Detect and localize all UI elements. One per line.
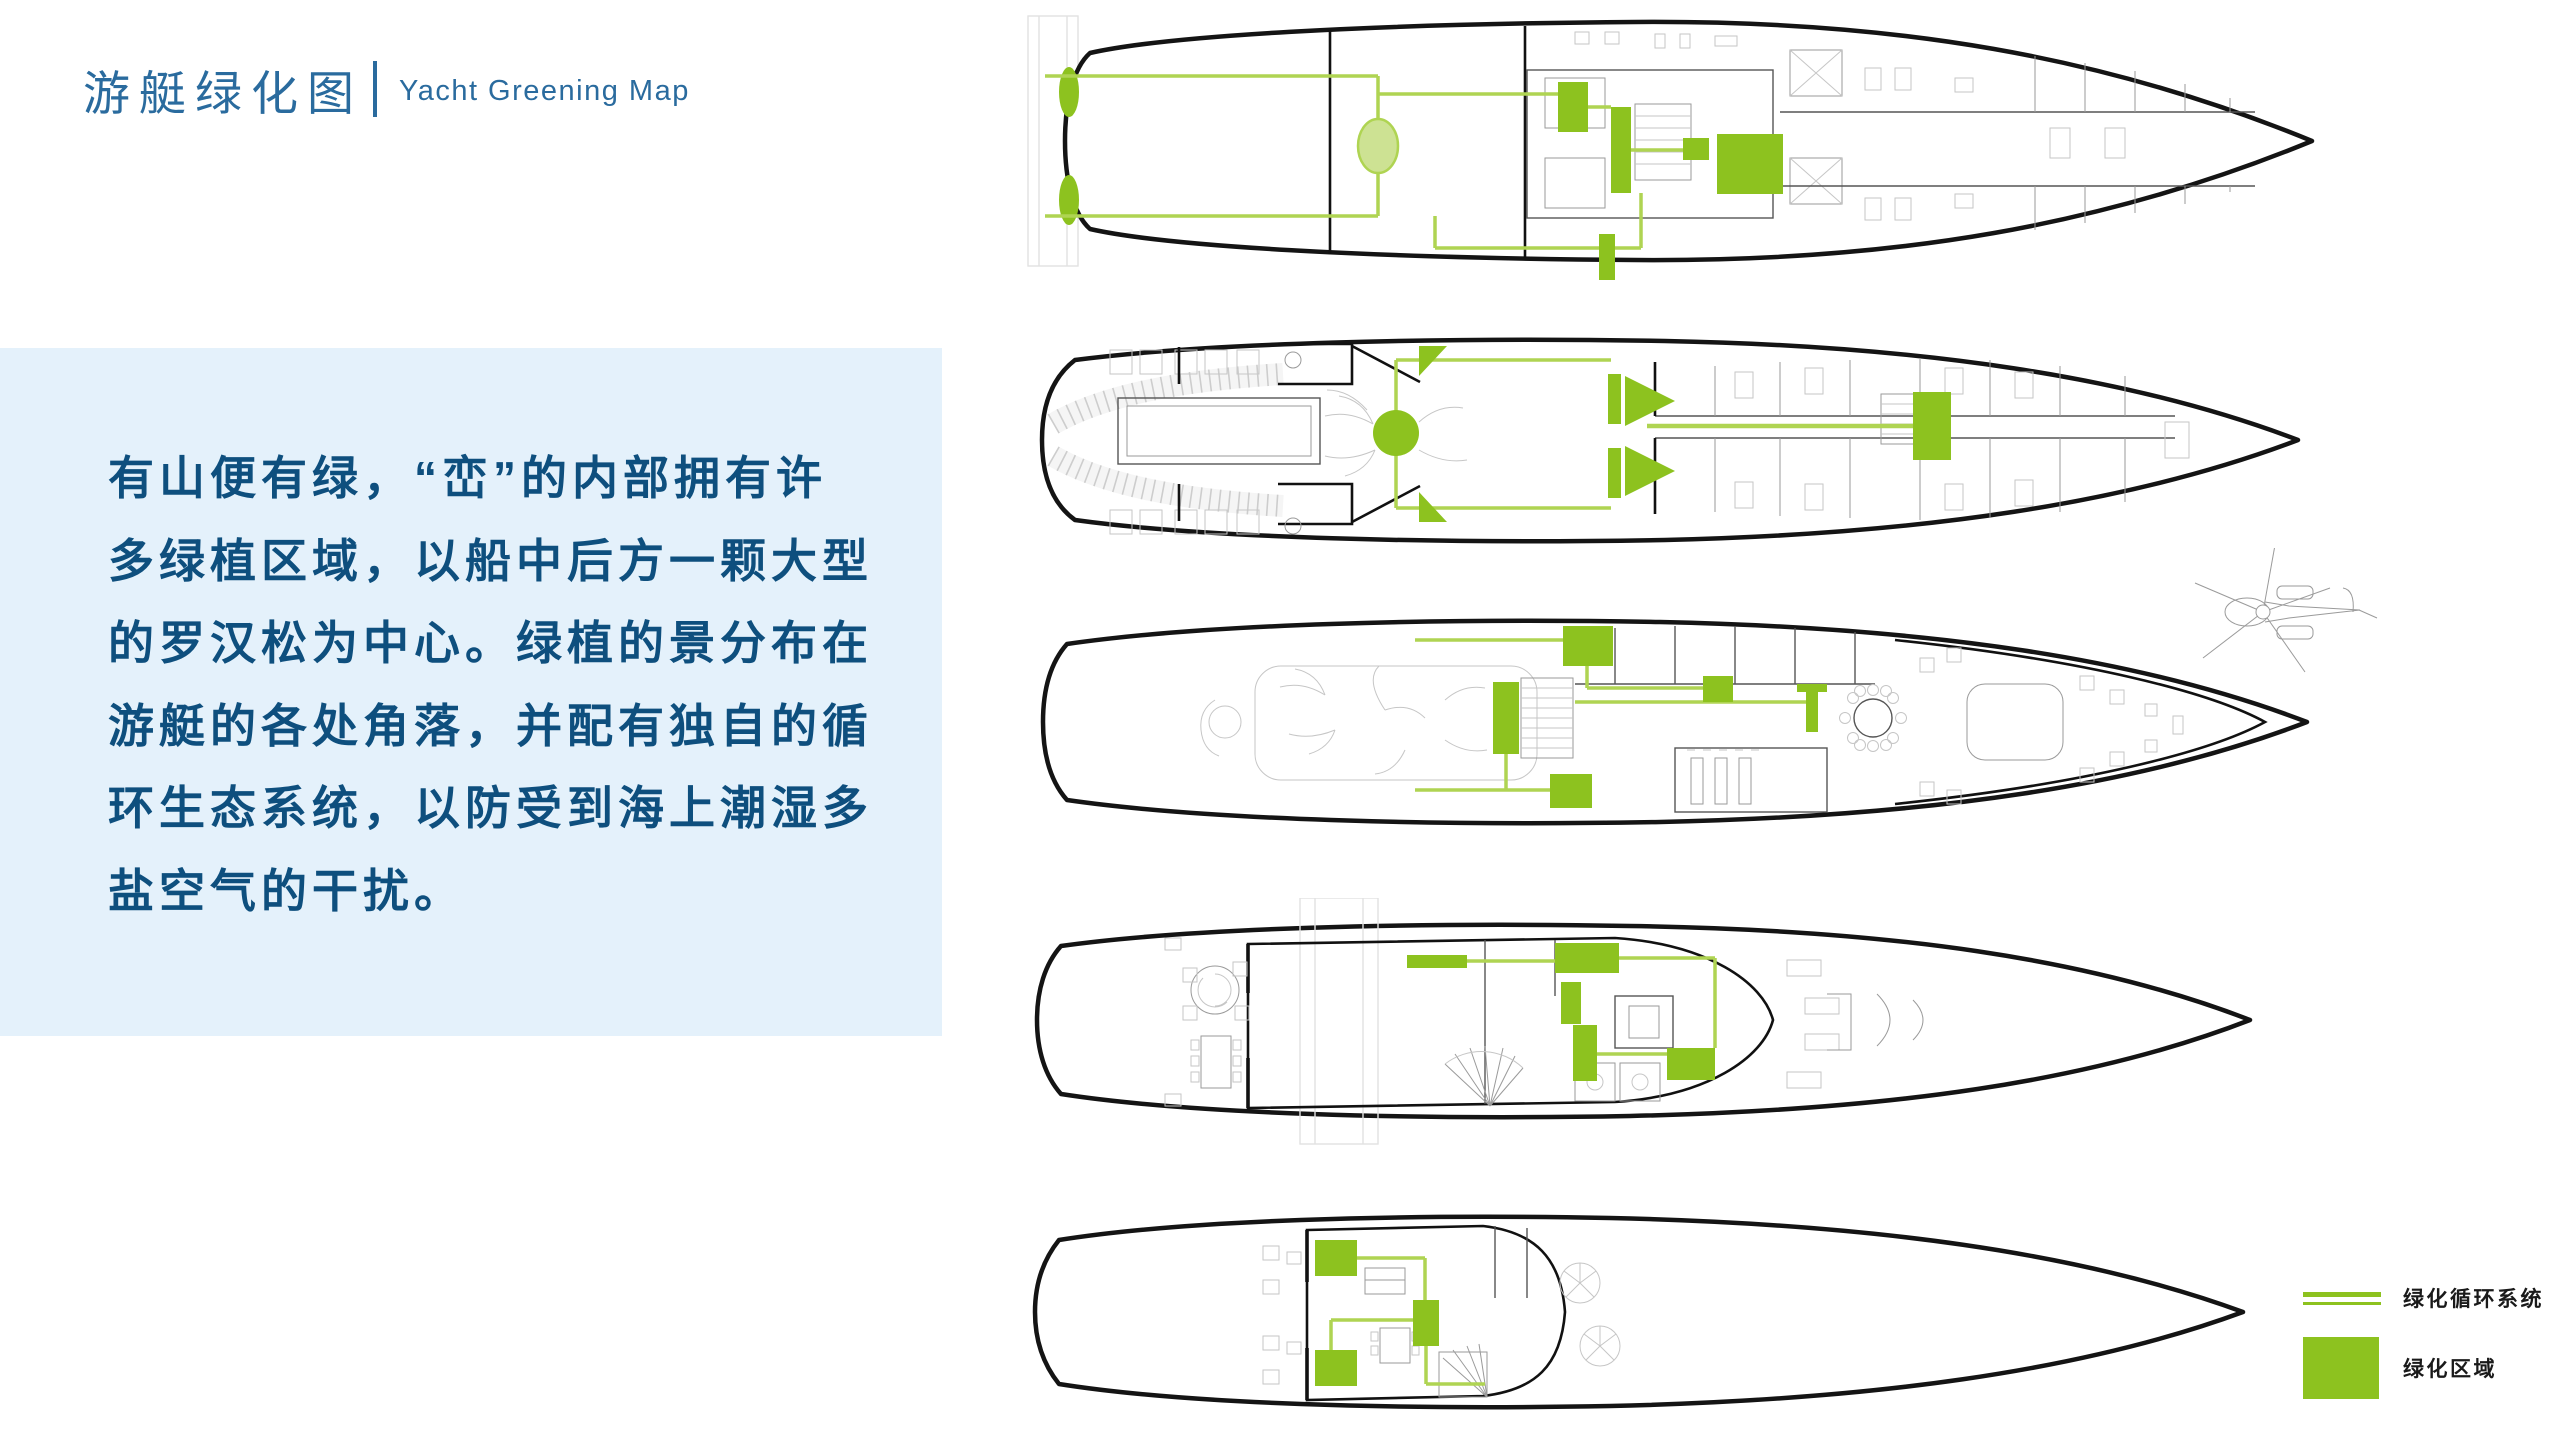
green-area xyxy=(1419,346,1951,522)
green-area xyxy=(1558,82,1783,280)
interior-partitions xyxy=(1109,342,2190,535)
tree-canopy xyxy=(1200,665,1538,781)
pool xyxy=(1117,397,1321,465)
header: 游艇绿化图 Yacht Greening Map xyxy=(83,54,690,124)
green-area xyxy=(1407,943,1715,1081)
deck-plan-3 xyxy=(1040,618,2310,826)
tree-branches xyxy=(1324,389,1468,477)
interior-partitions xyxy=(1328,26,2255,258)
interior-partitions xyxy=(1364,1226,1621,1398)
deck-plan-5 xyxy=(1032,1214,2246,1410)
description-text: 有山便有绿，“峦”的内部拥有许 多绿植区域，以船中后方一颗大型 的罗汉松为中心。… xyxy=(108,437,908,932)
title-divider xyxy=(373,61,377,117)
circulation-line xyxy=(1415,638,1806,792)
page-title-en: Yacht Greening Map xyxy=(399,74,690,107)
legend-label: 绿化循环系统 xyxy=(2403,1288,2544,1311)
green-area xyxy=(1059,175,1079,225)
circulation-line xyxy=(1329,1256,1485,1386)
legend-label: 绿化区域 xyxy=(2403,1358,2497,1381)
legend-item-green-area: 绿化区域 xyxy=(2303,1337,2544,1399)
circulation-line-symbol xyxy=(2303,1291,2381,1305)
green-area xyxy=(1315,1240,1439,1386)
description-line: 环生态系统，以防受到海上潮湿多 xyxy=(108,782,873,834)
fan-stairs xyxy=(1444,1045,1524,1107)
green-area xyxy=(1493,626,1827,808)
sun-deck-furniture xyxy=(1262,1245,1302,1385)
circulation-line xyxy=(1467,956,1717,1056)
description-panel xyxy=(0,348,942,1036)
helicopter-icon xyxy=(2194,548,2378,673)
aft-deck-furniture xyxy=(1164,937,1250,1107)
description-line: 有山便有绿，“峦”的内部拥有许 xyxy=(108,452,827,504)
fan-stairs xyxy=(1438,1343,1488,1398)
green-area xyxy=(1059,67,1079,117)
deck-plan-1 xyxy=(1027,15,2315,280)
podocarpus-tree xyxy=(1373,410,1419,456)
green-planter xyxy=(1356,117,1400,175)
dining-table xyxy=(1839,684,1907,752)
legend-item-circulation: 绿化循环系统 xyxy=(2303,1283,2544,1313)
legend: 绿化循环系统 绿化区域 xyxy=(2303,1283,2544,1399)
description-line: 多绿植区域，以船中后方一颗大型 xyxy=(108,534,873,587)
deck-plan-2 xyxy=(1039,337,2301,544)
interior-partitions xyxy=(1520,626,2184,813)
passerelle-band xyxy=(1299,898,1379,1145)
stair-core xyxy=(1614,995,1674,1049)
description-line: 盐空气的干扰。 xyxy=(108,864,465,917)
deck-plan-4 xyxy=(1034,898,2253,1145)
bow-seating xyxy=(1966,683,2064,761)
stern-steps xyxy=(1047,363,1284,517)
stairs xyxy=(1520,677,1574,759)
page-title-zh: 游艇绿化图 xyxy=(83,66,363,120)
green-area-symbol xyxy=(2303,1337,2379,1399)
description-line: 的罗汉松为中心。绿植的景分布在 xyxy=(108,617,873,669)
palm-plants xyxy=(1559,1262,1621,1367)
description-line: 游艇的各处角落，并配有独自的循 xyxy=(108,699,873,752)
